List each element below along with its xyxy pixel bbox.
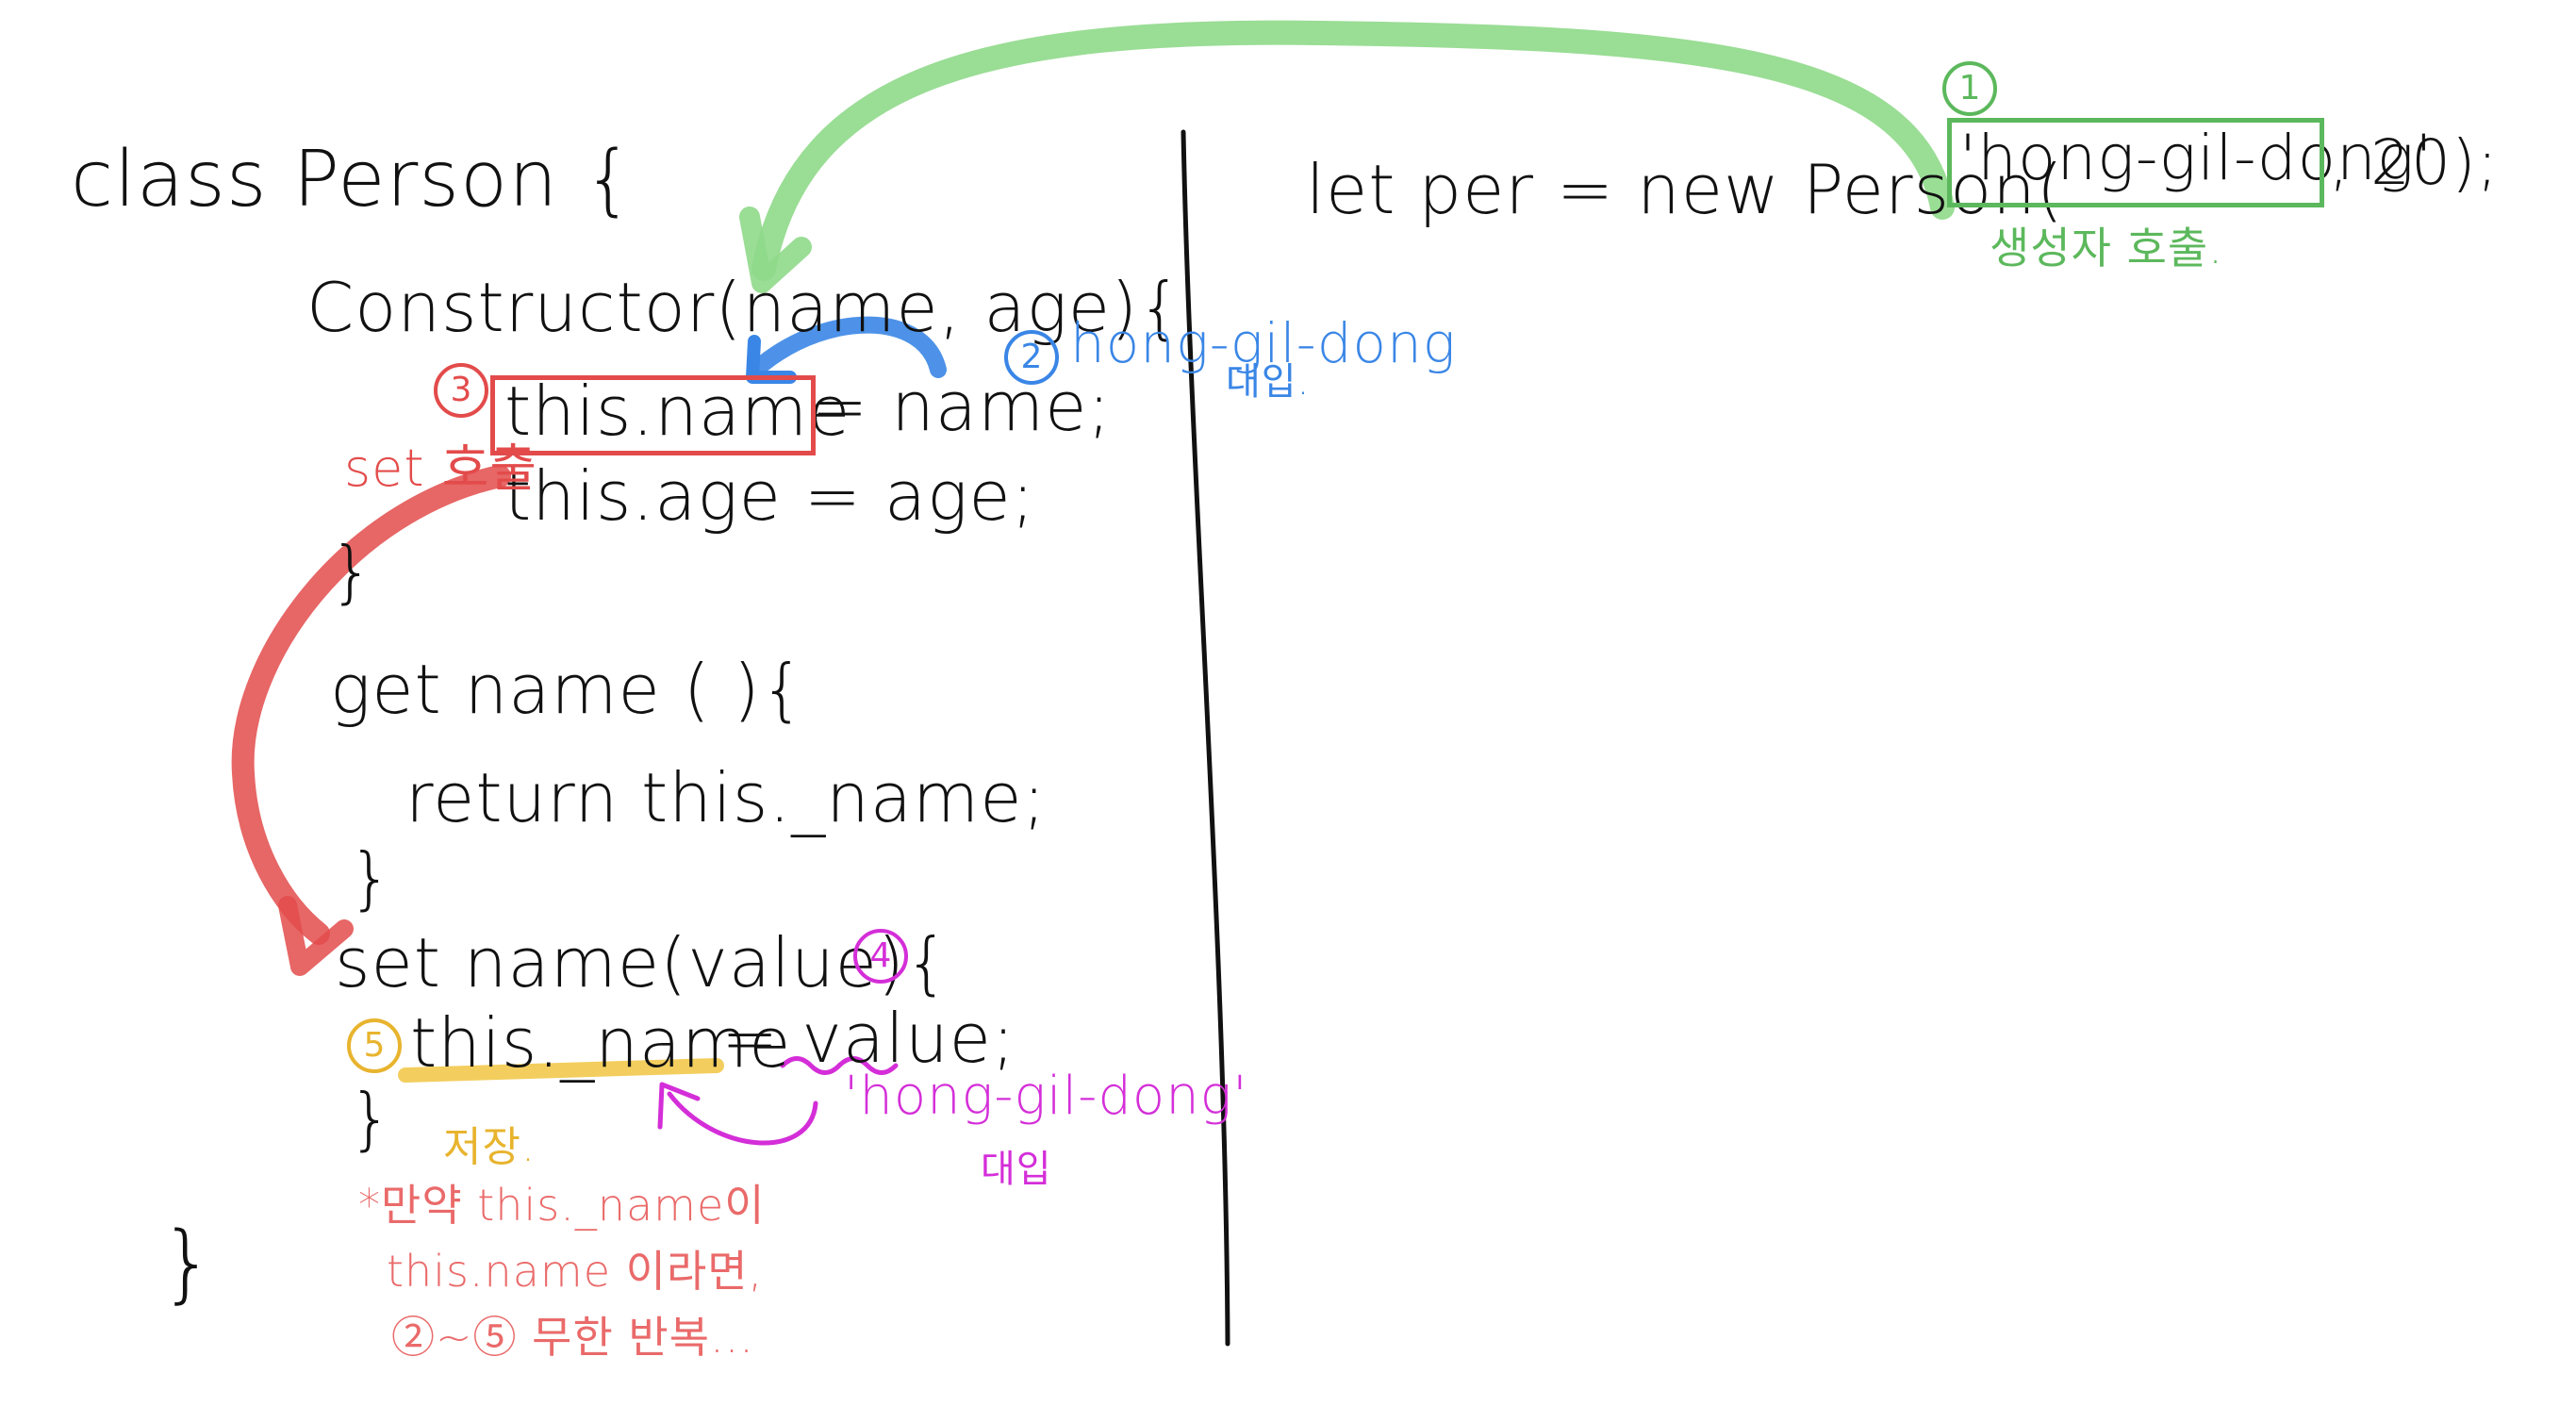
code-getter-line: get name ( ){ xyxy=(330,650,805,729)
code-setter-close: } xyxy=(349,1079,393,1158)
code-constructor-close: } xyxy=(330,532,374,611)
code-assign-value: = value; xyxy=(721,999,1016,1078)
magenta-squiggle xyxy=(780,1056,899,1075)
step4-sub-label: 대입 xyxy=(981,1148,1052,1191)
step2-sub-label: 대입. xyxy=(1226,360,1311,404)
step3-badge: 3 xyxy=(434,363,488,418)
call-argument-highlight-box xyxy=(1947,118,2324,207)
yellow-underline xyxy=(398,1058,724,1083)
green-arrow-head xyxy=(739,207,812,293)
step5-badge: 5 xyxy=(347,1018,402,1073)
code-getter-close: } xyxy=(349,838,393,918)
code-class-line: class Person { xyxy=(71,135,635,224)
divider-line xyxy=(1181,129,1230,1347)
code-setter-line: set name(value){ xyxy=(335,923,949,1002)
code-this-underscore-name: this._name xyxy=(410,1003,792,1083)
this-name-highlight-box xyxy=(490,375,816,455)
step2-badge: 2 xyxy=(1004,330,1059,385)
code-constructor-line: Constructor(name, age){ xyxy=(306,268,1182,347)
code-return-line: return this._name; xyxy=(405,758,1047,837)
warning-line-1: *만약 this._name이 xyxy=(358,1180,766,1231)
step1-badge: 1 xyxy=(1942,61,1997,116)
step4-badge: 4 xyxy=(853,929,908,984)
step3-label: set 호출 xyxy=(344,438,538,498)
code-this-age-line: this.age = age; xyxy=(504,456,1035,536)
green-arrow-path xyxy=(751,20,1955,281)
magenta-arrow-path xyxy=(667,1091,818,1146)
red-arrow-path xyxy=(231,465,511,945)
call-argument: 'hong-gil-dong' xyxy=(1959,122,2434,194)
step4-label: 'hong-gil-dong' xyxy=(844,1066,1248,1127)
warning-line-2: this.name 이라면, xyxy=(387,1246,764,1297)
red-arrow-head xyxy=(278,896,354,976)
call-prefix: let per = new Person( xyxy=(1306,150,2064,229)
step5-label: 저장. xyxy=(443,1123,536,1171)
code-class-close: } xyxy=(160,1214,216,1313)
blue-arrow-path xyxy=(755,316,947,378)
magenta-arrow-head xyxy=(657,1082,701,1130)
code-this-name: this.name xyxy=(504,372,851,451)
step2-label: hong-gil-dong xyxy=(1070,311,1457,375)
step1-label: 생성자 호출. xyxy=(1990,223,2223,273)
warning-line-3: ②~⑤ 무한 반복... xyxy=(391,1312,754,1363)
call-suffix: , 20); xyxy=(2329,126,2499,199)
code-assign-name: = name; xyxy=(811,367,1112,446)
